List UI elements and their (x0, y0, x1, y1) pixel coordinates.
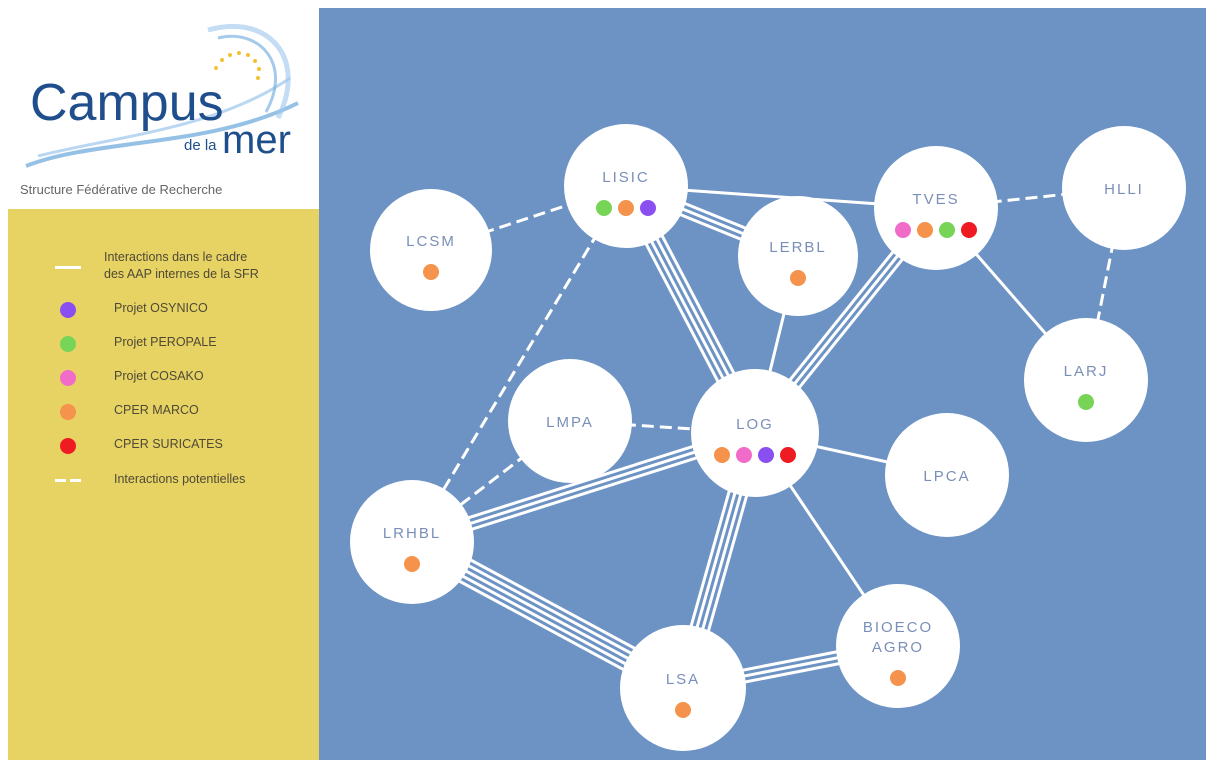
legend-color-dot (60, 438, 76, 454)
node-circle (508, 359, 632, 483)
logo-word-de-la: de la (184, 137, 217, 154)
node-circle (874, 146, 998, 270)
project-dot-red (961, 222, 977, 238)
legend-label: Interactions potentielles (114, 472, 246, 486)
node-hlli: HLLI (1062, 126, 1186, 250)
logo-panel: Campus de la mer Structure Fédérative de… (8, 8, 319, 208)
node-lmpa: LMPA (508, 359, 632, 483)
node-label: LOG (736, 416, 774, 433)
project-dot-orange (917, 222, 933, 238)
campus-de-la-mer-logo: Campus de la mer (25, 23, 299, 168)
legend-color-dot (60, 302, 76, 318)
node-circle (564, 124, 688, 248)
project-dot-orange (790, 270, 806, 286)
node-circle (350, 480, 474, 604)
node-circle (738, 196, 858, 316)
node-label: HLLI (1104, 181, 1144, 198)
node-larj: LARJ (1024, 318, 1148, 442)
project-dot-orange (618, 200, 634, 216)
legend-label: Projet PEROPALE (114, 335, 217, 349)
node-label: LPCA (923, 468, 970, 485)
project-dot-purple (640, 200, 656, 216)
project-dot-orange (890, 670, 906, 686)
node-label: LMPA (546, 414, 594, 431)
network-diagram: LISIC LCSM LERBL TVES HLLI LARJ LMPA LOG LPCA LRH… (319, 8, 1206, 760)
subtitle: Structure Fédérative de Recherche (20, 182, 223, 197)
node-label: LERBL (769, 239, 827, 256)
legend-label: Projet OSYNICO (114, 301, 208, 315)
node-circle (885, 413, 1009, 537)
project-dot-orange (404, 556, 420, 572)
node-lpca: LPCA (885, 413, 1009, 537)
project-dot-orange (714, 447, 730, 463)
node-circle (1062, 126, 1186, 250)
node-tves: TVES (874, 146, 998, 270)
node-lisic: LISIC (564, 124, 688, 248)
node-lsa: LSA (620, 625, 746, 751)
project-dot-green (939, 222, 955, 238)
node-circle (1024, 318, 1148, 442)
legend-solid-line (55, 266, 81, 269)
legend-item: Projet PEROPALE (8, 335, 319, 376)
legend-item: CPER SURICATES (8, 437, 319, 478)
project-dot-purple (758, 447, 774, 463)
node-label: LSA (666, 671, 700, 688)
legend-label: CPER MARCO (114, 403, 199, 417)
project-dot-orange (675, 702, 691, 718)
project-dot-orange (423, 264, 439, 280)
node-label: LARJ (1064, 363, 1109, 380)
edge-tves-hlli (935, 186, 1125, 210)
project-dot-green (596, 200, 612, 216)
node-lcsm: LCSM (370, 189, 492, 311)
edge-lisic-lrhbl (410, 185, 628, 543)
node-label: LISIC (602, 169, 650, 186)
node-label: LRHBL (383, 525, 441, 542)
nodes-layer: LISIC LCSM LERBL TVES HLLI LARJ LMPA LOG LPCA LRH… (350, 124, 1186, 751)
logo-word-campus: Campus (30, 74, 224, 132)
node-circle (836, 584, 960, 708)
node-label: TVES (912, 191, 959, 208)
project-dot-pink (736, 447, 752, 463)
legend-color-dot (60, 370, 76, 386)
node-label: LCSM (406, 233, 456, 250)
node-lrhbl: LRHBL (350, 480, 474, 604)
potential-interaction-line (935, 186, 1125, 210)
legend-label: CPER SURICATES (114, 437, 223, 451)
network-svg: LISIC LCSM LERBL TVES HLLI LARJ LMPA LOG LPCA LRH… (350, 124, 1186, 751)
node-log: LOG (691, 369, 819, 497)
legend-item: Interactions potentielles (8, 472, 319, 513)
node-circle (370, 189, 492, 311)
project-dot-green (1078, 394, 1094, 410)
project-dot-pink (895, 222, 911, 238)
legend-color-dot (60, 404, 76, 420)
logo-word-mer: mer (222, 118, 291, 162)
legend-item: Projet OSYNICO (8, 301, 319, 342)
legend-item: Projet COSAKO (8, 369, 319, 410)
legend-item: Interactions dans le cadre des AAP inter… (8, 250, 319, 296)
legend-color-dot (60, 336, 76, 352)
potential-interaction-line (410, 185, 628, 543)
legend-label: Interactions dans le cadre des AAP inter… (104, 250, 259, 281)
legend-dashed-line (55, 479, 81, 482)
legend-label: Projet COSAKO (114, 369, 204, 383)
node-circle (620, 625, 746, 751)
sidebar: Campus de la mer Structure Fédérative de… (8, 8, 319, 760)
legend-panel: Interactions dans le cadre des AAP inter… (8, 209, 319, 760)
legend-item: CPER MARCO (8, 403, 319, 444)
node-circle (691, 369, 819, 497)
project-dot-red (780, 447, 796, 463)
node-lerbl: LERBL (738, 196, 858, 316)
